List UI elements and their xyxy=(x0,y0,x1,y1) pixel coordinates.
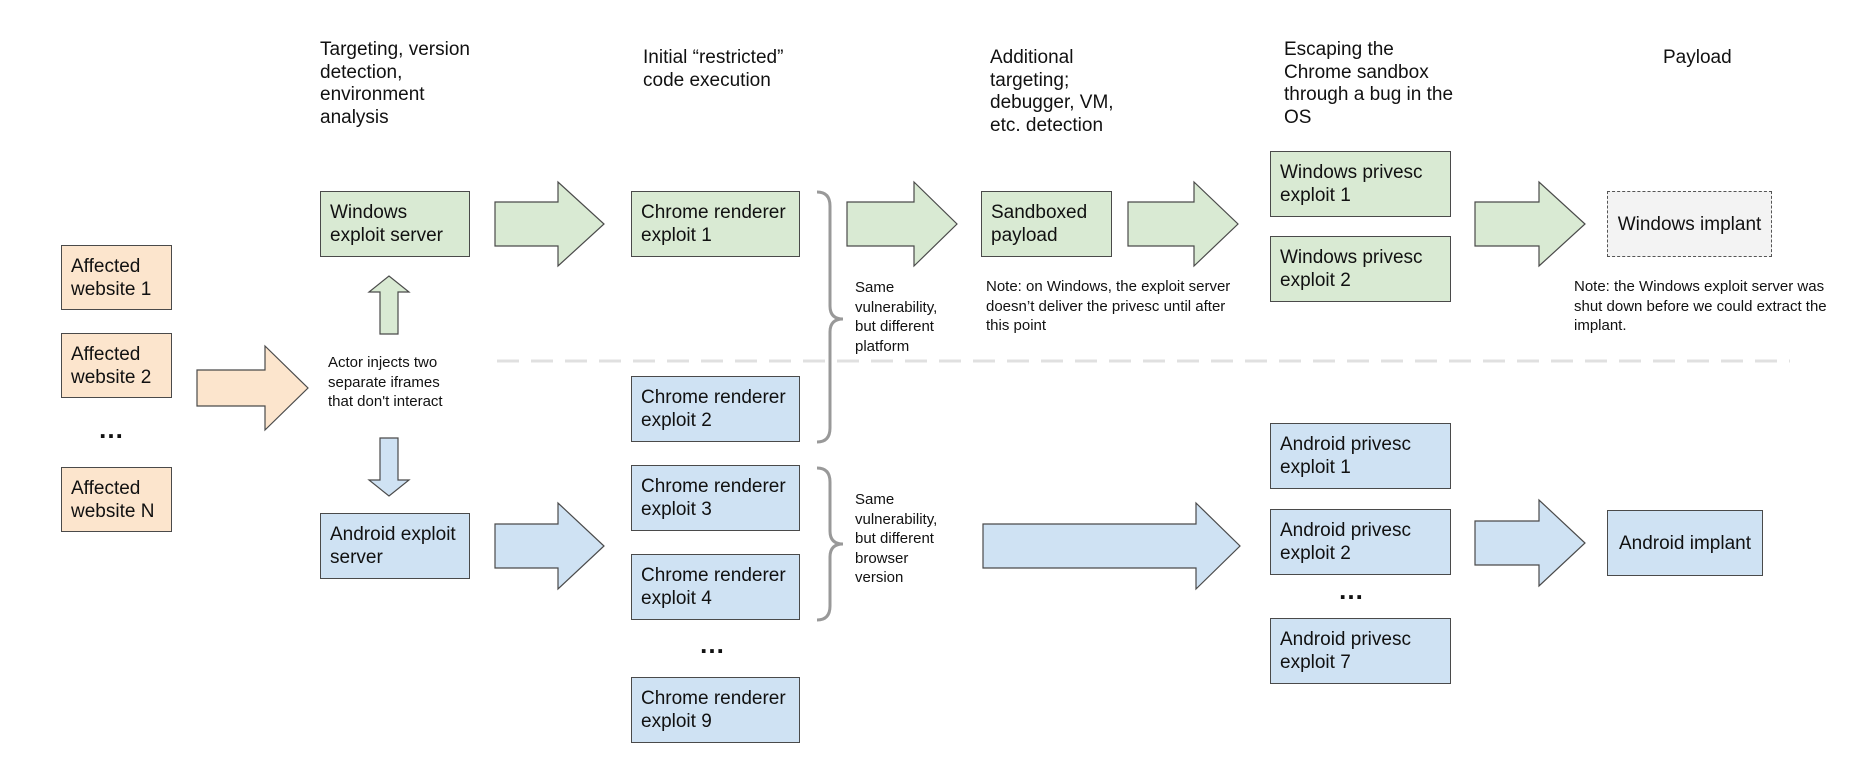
chrome-renderer-exploit-2: Chrome renderer exploit 2 xyxy=(631,376,800,442)
android-implant: Android implant xyxy=(1607,510,1763,576)
header-payload: Payload xyxy=(1663,47,1732,68)
renderer-to-android-privesc-arrow xyxy=(982,501,1241,591)
android-privesc-to-implant-arrow xyxy=(1474,498,1586,588)
windows-exploit-server: Windows exploit server xyxy=(320,191,470,257)
sandboxed-payload: Sandboxed payload xyxy=(981,191,1112,257)
chrome-renderer-exploit-1: Chrome renderer exploit 1 xyxy=(631,191,800,257)
same-vuln-platform-note: Same vulnerability, but different platfo… xyxy=(855,279,938,355)
windows-privesc-delivery-note: Note: on Windows, the exploit server doe… xyxy=(986,278,1231,334)
platform-brace xyxy=(816,190,844,444)
windows-implant: Windows implant xyxy=(1607,191,1772,257)
websites-to-actor-arrow xyxy=(196,344,309,432)
version-brace xyxy=(816,466,844,622)
header-targeting: Targeting, version detection, environmen… xyxy=(320,39,470,128)
actor-to-android-arrow xyxy=(367,437,411,497)
chrome-renderer-exploit-9: Chrome renderer exploit 9 xyxy=(631,677,800,743)
affected-website-1: Affected website 1 xyxy=(61,245,172,310)
sandboxed-to-privesc-arrow xyxy=(1127,180,1239,268)
windows-privesc-to-implant-arrow xyxy=(1474,180,1586,268)
affected-website-n: Affected website N xyxy=(61,467,172,532)
renderers-ellipsis: … xyxy=(699,629,726,659)
android-exploit-server: Android exploit server xyxy=(320,513,470,579)
websites-ellipsis: … xyxy=(98,414,125,444)
chrome-renderer-exploit-3: Chrome renderer exploit 3 xyxy=(631,465,800,531)
android-server-to-renderer-arrow xyxy=(494,501,605,591)
same-vuln-version-note: Same vulnerability, but different browse… xyxy=(855,491,938,586)
android-privesc-ellipsis: … xyxy=(1338,575,1365,605)
actor-injects-note: Actor injects two separate iframes that … xyxy=(328,354,443,410)
header-escaping-sandbox: Escaping the Chrome sandbox through a bu… xyxy=(1284,39,1454,128)
windows-server-to-renderer-arrow xyxy=(494,180,605,268)
chrome-renderer-exploit-4: Chrome renderer exploit 4 xyxy=(631,554,800,620)
windows-privesc-exploit-2: Windows privesc exploit 2 xyxy=(1270,236,1451,302)
header-initial-execution: Initial “restricted” code execution xyxy=(643,47,784,91)
actor-to-windows-arrow xyxy=(367,275,411,335)
windows-implant-note: Note: the Windows exploit server was shu… xyxy=(1574,278,1827,334)
windows-privesc-exploit-1: Windows privesc exploit 1 xyxy=(1270,151,1451,217)
android-privesc-exploit-7: Android privesc exploit 7 xyxy=(1270,618,1451,684)
renderer1-to-sandboxed-arrow xyxy=(846,180,958,268)
affected-website-2: Affected website 2 xyxy=(61,333,172,398)
header-additional-targeting: Additional targeting; debugger, VM, etc.… xyxy=(990,47,1114,136)
android-privesc-exploit-1: Android privesc exploit 1 xyxy=(1270,423,1451,489)
android-privesc-exploit-2: Android privesc exploit 2 xyxy=(1270,509,1451,575)
